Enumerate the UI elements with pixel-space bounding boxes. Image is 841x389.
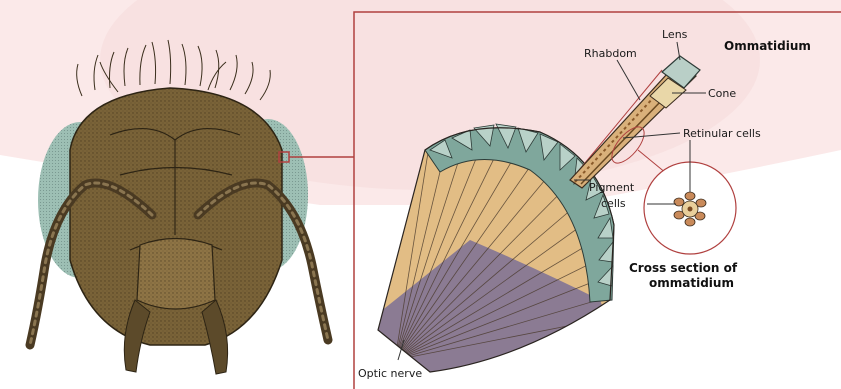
label-ommatidium-title: Ommatidium — [724, 39, 811, 53]
label-lens: Lens — [662, 28, 688, 41]
label-cross-section-line1: Cross section of — [629, 261, 738, 275]
label-optic-nerve: Optic nerve — [358, 367, 422, 380]
label-cross-section-line2: ommatidium — [649, 276, 734, 290]
label-cone: Cone — [708, 87, 736, 100]
label-retinular-cells: Retinular cells — [683, 127, 761, 140]
label-rhabdom: Rhabdom — [584, 47, 637, 60]
label-pigment-cells-line1: Pigment — [589, 181, 635, 194]
label-pigment-cells-line2: cells — [601, 197, 626, 210]
